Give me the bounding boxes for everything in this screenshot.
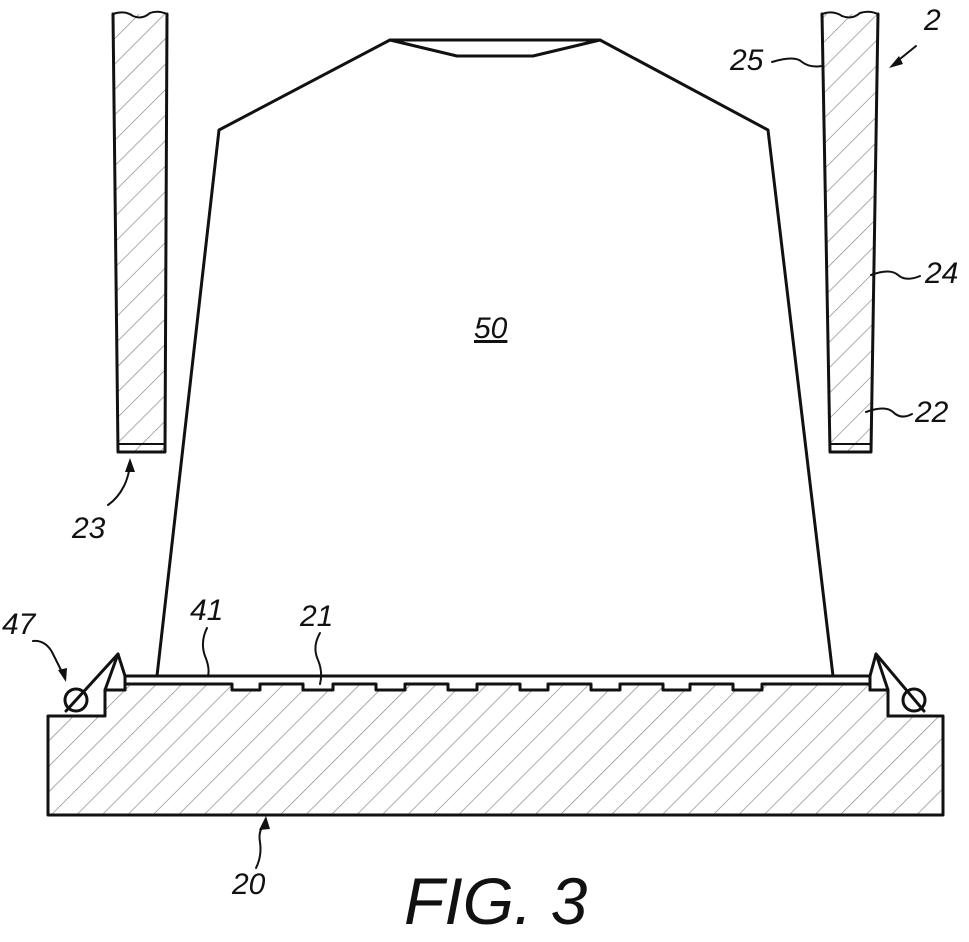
label-22: 22 [914,396,949,429]
left-mold-wall [111,10,169,454]
label-25: 25 [729,44,764,77]
label-47: 47 [2,608,37,641]
label-23: 23 [71,512,106,545]
label-21: 21 [299,600,333,633]
label-50: 50 [474,312,508,345]
figure-caption: FIG. 3 [404,864,588,938]
label-24: 24 [924,257,958,290]
base-plate [46,682,945,817]
leader-lines [32,45,921,869]
core-body [123,38,872,678]
label-41: 41 [190,594,223,627]
label-2: 2 [923,4,941,37]
label-20: 20 [231,868,266,901]
right-mold-wall [820,10,880,454]
seal-rings [63,652,927,713]
